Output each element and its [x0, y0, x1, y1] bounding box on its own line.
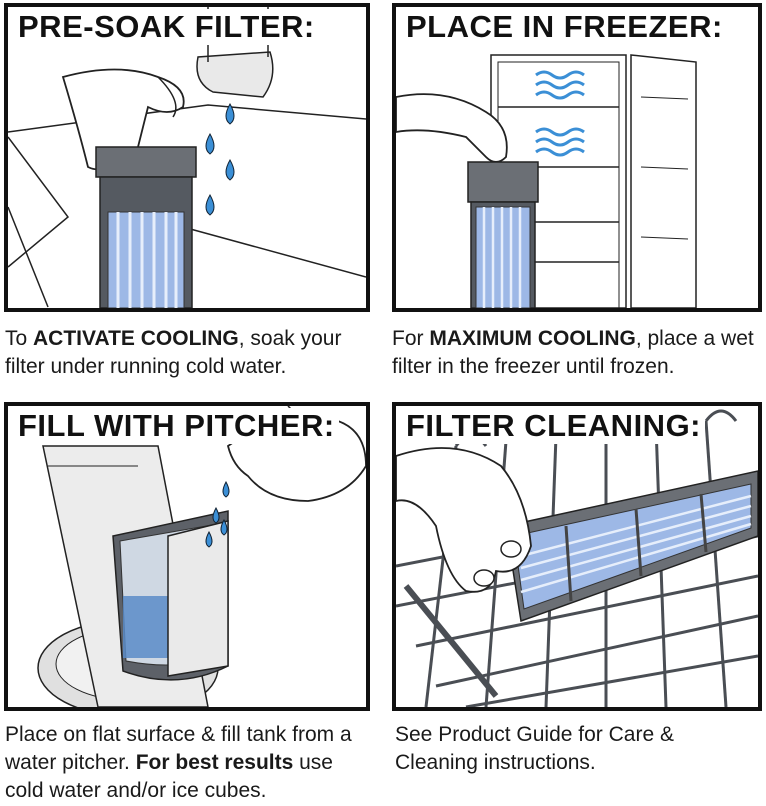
panel-fill-with-pitcher: FILL WITH PITCHER:: [4, 402, 370, 711]
caption-pre-soak: To ACTIVATE COOLING, soak your filter un…: [5, 327, 342, 378]
caption-bold: For best results: [135, 751, 294, 774]
pitcher-illustration: [37, 406, 366, 707]
caption-bold: ACTIVATE COOLING: [33, 327, 239, 350]
panel-place-in-freezer: PLACE IN FREEZER:: [392, 3, 762, 312]
panel-title-pitcher: FILL WITH PITCHER:: [16, 408, 339, 444]
pre-soak-illustration: [8, 7, 366, 308]
panel-filter-cleaning: FILTER CLEANING:: [392, 402, 762, 711]
panel-title-cleaning: FILTER CLEANING:: [404, 408, 706, 444]
panel-pre-soak: PRE-SOAK FILTER:: [4, 3, 370, 312]
cold-wave-icon: [535, 70, 585, 157]
panel-title-freezer: PLACE IN FREEZER:: [404, 9, 727, 45]
caption-pitcher: Place on flat surface & fill tank from a…: [5, 723, 352, 802]
water-drop-icon: [225, 102, 235, 125]
caption-bold: MAXIMUM COOLING: [429, 327, 636, 350]
caption-cleaning: See Product Guide for Care & Cleaning in…: [395, 723, 674, 774]
dishwasher-illustration: [396, 409, 758, 707]
freezer-illustration: [396, 54, 697, 308]
panel-title-pre-soak: PRE-SOAK FILTER:: [16, 9, 319, 45]
caption-freezer: For MAXIMUM COOLING, place a wet filter …: [392, 327, 754, 378]
